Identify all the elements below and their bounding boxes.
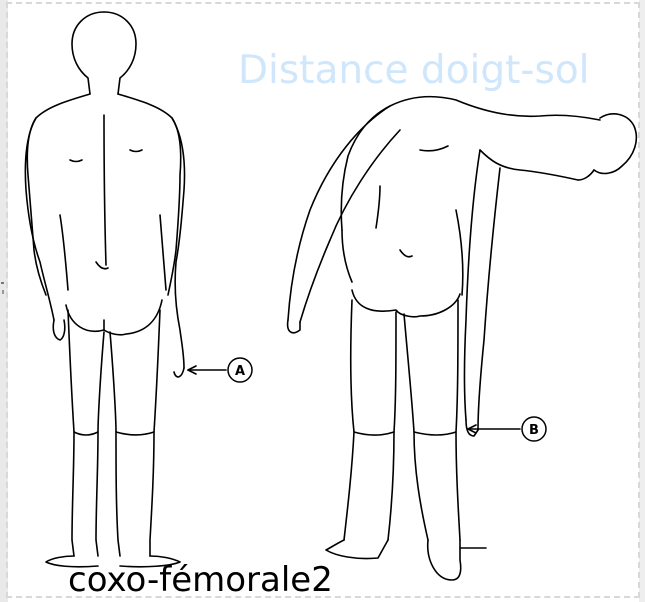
marker-b: B <box>468 417 546 441</box>
marker-b-label: B <box>529 423 539 438</box>
marker-a-label: A <box>235 364 245 379</box>
standing-figure <box>25 12 184 567</box>
bending-figure <box>288 97 637 580</box>
slide-caption: coxo-fémorale2 <box>68 560 333 600</box>
slide-title: Distance doigt-sol <box>238 48 590 93</box>
marker-a: A <box>188 358 252 382</box>
